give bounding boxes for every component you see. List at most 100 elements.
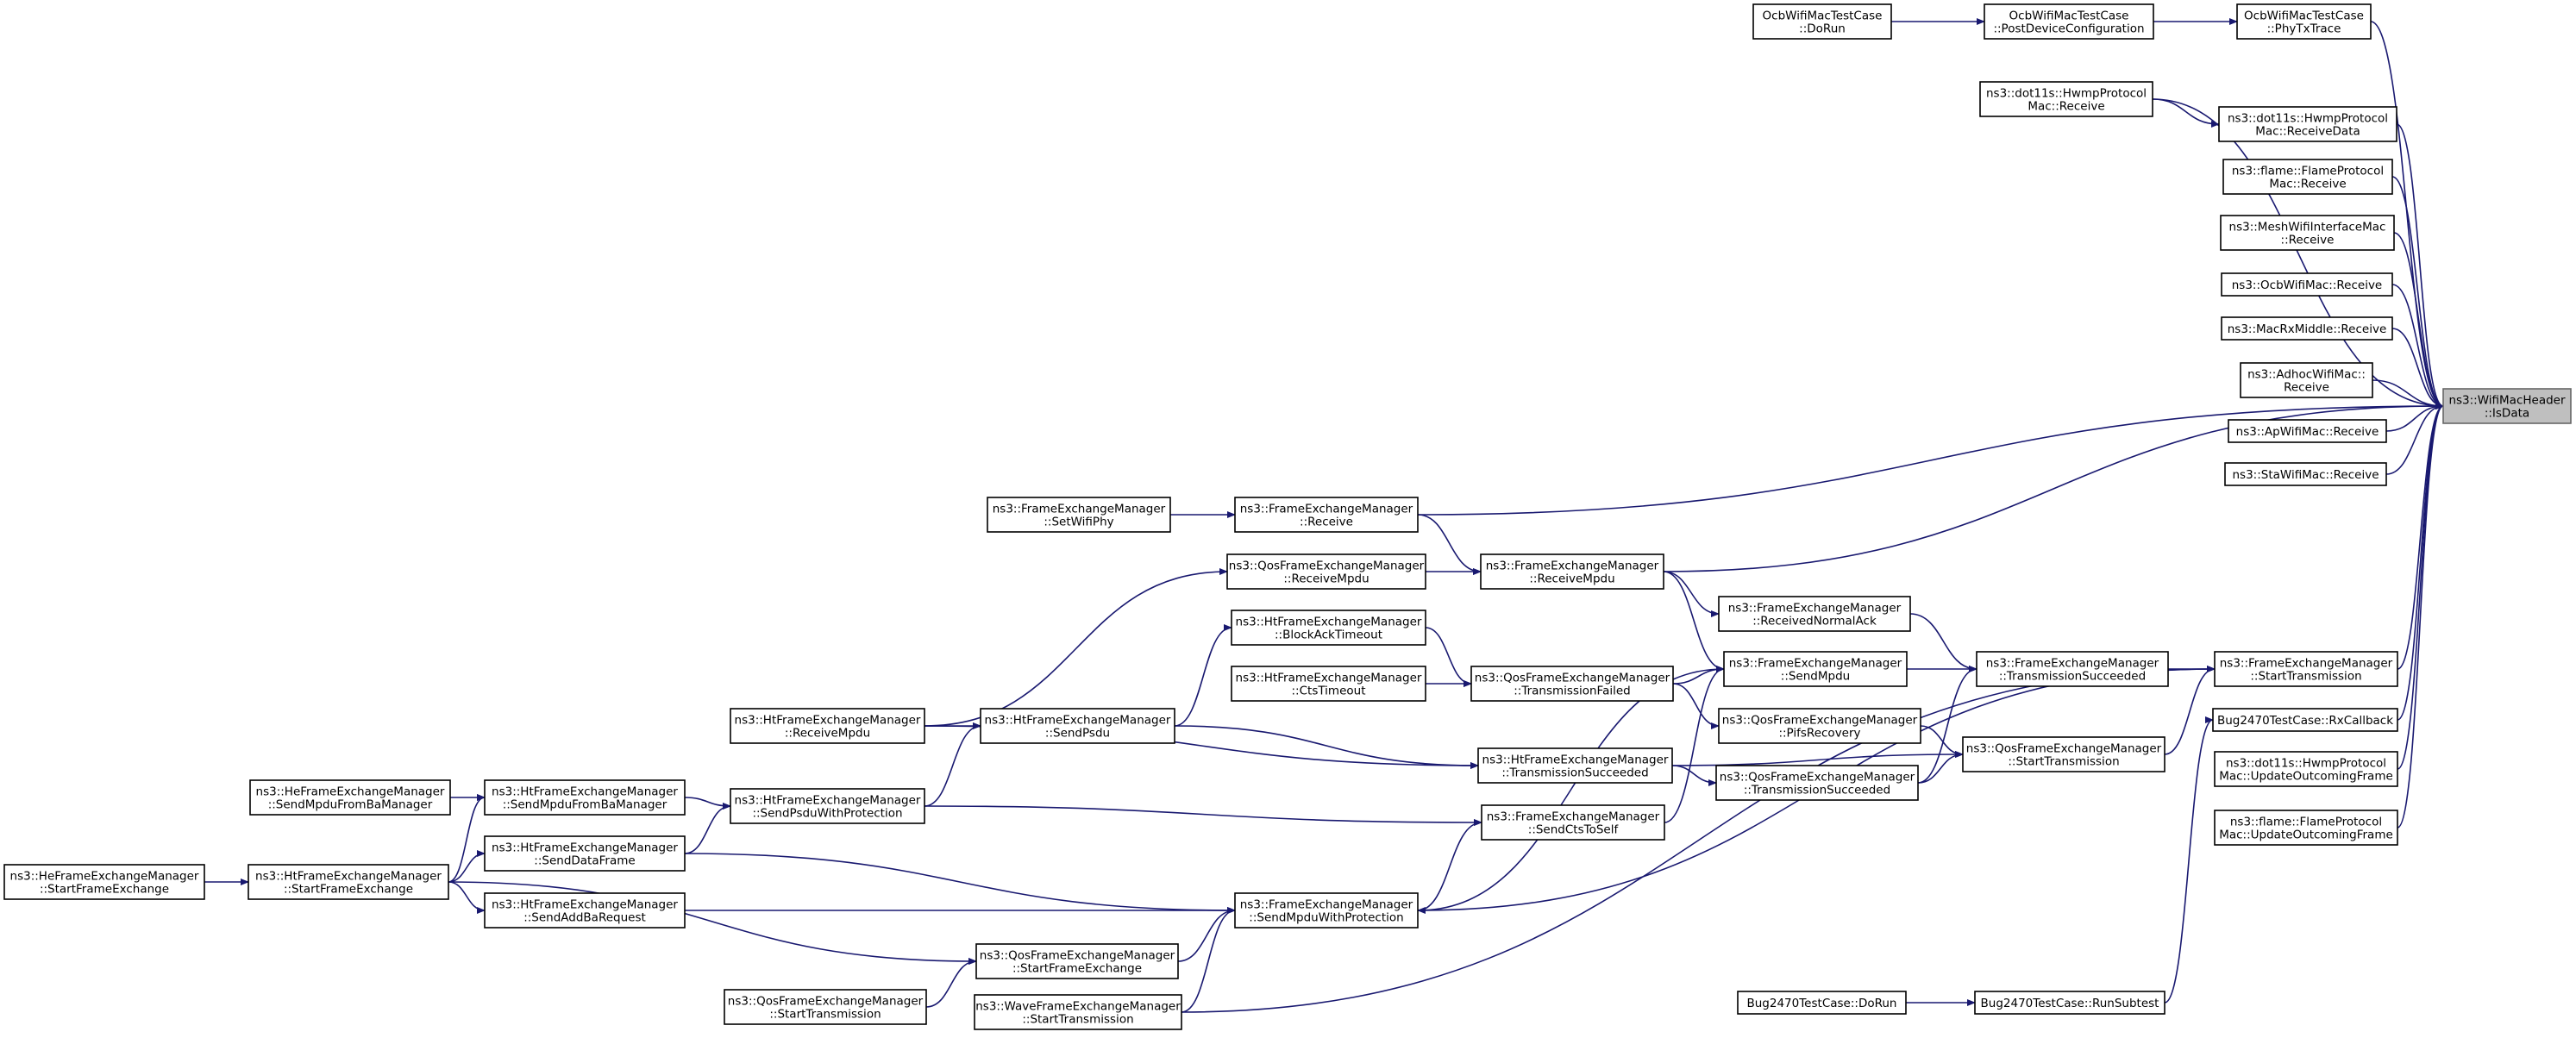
node-box[interactable] [2228, 419, 2387, 443]
node-box[interactable] [1234, 892, 1419, 929]
node-box[interactable] [1737, 991, 1907, 1015]
node-flame-update[interactable]: ns3::flame::FlameProtocolMac::UpdateOutc… [2214, 810, 2398, 846]
node-box[interactable] [1962, 736, 2165, 772]
node-ocb-phy-tx[interactable]: OcbWifiMacTestCase::PhyTxTrace [2236, 3, 2372, 40]
node-ocb-do-run[interactable]: OcbWifiMacTestCase::DoRun [1752, 3, 1892, 40]
node-box[interactable] [484, 892, 686, 929]
node-box[interactable] [1226, 553, 1426, 590]
node-box[interactable] [2236, 3, 2372, 40]
node-label: Receive [2284, 381, 2329, 395]
node-is-data[interactable]: ns3::WifiMacHeader::IsData [2442, 388, 2572, 424]
node-box[interactable] [1718, 596, 1911, 632]
node-box[interactable] [974, 994, 1182, 1030]
node-ocb-recv[interactable]: ns3::OcbWifiMac::Receive [2221, 272, 2393, 297]
node-box[interactable] [1477, 747, 1673, 784]
node-box[interactable] [2220, 215, 2395, 251]
node-hwmp-update[interactable]: ns3::dot11s::HwmpProtocolMac::UpdateOutc… [2214, 751, 2398, 787]
node-box[interactable] [1231, 666, 1426, 702]
node-box[interactable] [1752, 3, 1892, 40]
node-box[interactable] [987, 497, 1171, 533]
node-ht-send-add-ba[interactable]: ns3::HtFrameExchangeManager::SendAddBaRe… [484, 892, 686, 929]
node-ht-send-mpdu-ba[interactable]: ns3::HtFrameExchangeManager::SendMpduFro… [484, 779, 686, 816]
node-box[interactable] [2212, 708, 2398, 732]
node-label: ns3::ApWifiMac::Receive [2236, 425, 2379, 439]
node-fem-recv[interactable]: ns3::FrameExchangeManager::Receive [1234, 497, 1419, 533]
node-qos-tx-succ[interactable]: ns3::QosFrameExchangeManager::Transmissi… [1715, 765, 1919, 801]
node-box[interactable] [1974, 991, 2165, 1015]
node-box[interactable] [1481, 804, 1665, 841]
node-mac-rx-recv[interactable]: ns3::MacRxMiddle::Receive [2221, 316, 2393, 341]
node-box[interactable] [2221, 316, 2393, 341]
node-qos-recv-mpdu[interactable]: ns3::QosFrameExchangeManager::ReceiveMpd… [1226, 553, 1426, 590]
node-fem-recv-mpdu[interactable]: ns3::FrameExchangeManager::ReceiveMpdu [1480, 553, 1664, 590]
node-box[interactable] [1979, 81, 2153, 117]
node-ht-block-ack[interactable]: ns3::HtFrameExchangeManager::BlockAckTim… [1231, 610, 1426, 646]
node-box[interactable] [1470, 666, 1674, 702]
node-ht-send-psdu[interactable]: ns3::HtFrameExchangeManager::SendPsdu [980, 708, 1175, 744]
node-box[interactable] [1976, 651, 2169, 687]
node-hwmp-recv-data[interactable]: ns3::dot11s::HwmpProtocolMac::ReceiveDat… [2218, 106, 2397, 142]
node-box[interactable] [1723, 651, 1908, 687]
node-box[interactable] [2221, 272, 2393, 297]
node-box[interactable] [730, 788, 925, 824]
node-he-send-mpdu-ba[interactable]: ns3::HeFrameExchangeManager::SendMpduFro… [249, 779, 451, 816]
edge-qos-start-tx-to-fem-start-tx [2164, 666, 2216, 755]
node-box[interactable] [980, 708, 1175, 744]
node-box[interactable] [1480, 553, 1664, 590]
node-he-start-fe[interactable]: ns3::HeFrameExchangeManager::StartFrameE… [3, 864, 205, 900]
node-ocb-post-dev[interactable]: OcbWifiMacTestCase::PostDeviceConfigurat… [1984, 3, 2154, 40]
node-adhoc-recv[interactable]: ns3::AdhocWifiMac::Receive [2240, 362, 2373, 398]
node-bug-rx[interactable]: Bug2470TestCase::RxCallback [2212, 708, 2398, 732]
node-ht-tx-succ[interactable]: ns3::HtFrameExchangeManager::Transmissio… [1477, 747, 1673, 784]
node-box[interactable] [248, 864, 449, 900]
node-box[interactable] [1715, 765, 1919, 801]
node-bug-run-sub[interactable]: Bug2470TestCase::RunSubtest [1974, 991, 2165, 1015]
node-box[interactable] [1231, 610, 1426, 646]
node-box[interactable] [2218, 106, 2397, 142]
node-fem-recv-norm-ack[interactable]: ns3::FrameExchangeManager::ReceivedNorma… [1718, 596, 1911, 632]
node-qos-tx-failed[interactable]: ns3::QosFrameExchangeManager::Transmissi… [1470, 666, 1674, 702]
node-box[interactable] [249, 779, 451, 816]
node-box[interactable] [2240, 362, 2373, 398]
node-box[interactable] [975, 943, 1179, 979]
node-box[interactable] [730, 708, 925, 744]
node-fem-send-mpdu[interactable]: ns3::FrameExchangeManager::SendMpdu [1723, 651, 1908, 687]
node-label: ::PhyTxTrace [2267, 22, 2341, 36]
node-box[interactable] [1984, 3, 2154, 40]
node-label: ns3::HtFrameExchangeManager [985, 714, 1171, 728]
node-qos-pifs[interactable]: ns3::QosFrameExchangeManager::PifsRecove… [1718, 708, 1921, 744]
node-ap-recv[interactable]: ns3::ApWifiMac::Receive [2228, 419, 2387, 443]
node-box[interactable] [2442, 388, 2572, 424]
node-box[interactable] [1718, 708, 1921, 744]
node-box[interactable] [2224, 462, 2387, 486]
node-box[interactable] [724, 989, 927, 1025]
node-ht-recv-mpdu[interactable]: ns3::HtFrameExchangeManager::ReceiveMpdu [730, 708, 925, 744]
edge-ht-tx-succ-to-qos-tx-succ [1671, 765, 1717, 786]
node-qos-start-fe[interactable]: ns3::QosFrameExchangeManager::StartFrame… [975, 943, 1179, 979]
node-sta-recv[interactable]: ns3::StaWifiMac::Receive [2224, 462, 2387, 486]
node-fem-tx-succ[interactable]: ns3::FrameExchangeManager::TransmissionS… [1976, 651, 2169, 687]
node-box[interactable] [2222, 159, 2393, 195]
node-box[interactable] [3, 864, 205, 900]
node-box[interactable] [484, 835, 686, 872]
node-box[interactable] [484, 779, 686, 816]
node-box[interactable] [2214, 751, 2398, 787]
node-fem-send-cts[interactable]: ns3::FrameExchangeManager::SendCtsToSelf [1481, 804, 1665, 841]
node-ht-cts-timeout[interactable]: ns3::HtFrameExchangeManager::CtsTimeout [1231, 666, 1426, 702]
node-ht-start-fe[interactable]: ns3::HtFrameExchangeManager::StartFrameE… [248, 864, 449, 900]
node-wave-start-tx[interactable]: ns3::WaveFrameExchangeManager::StartTran… [974, 994, 1182, 1030]
node-fem-send-mpdu-prot[interactable]: ns3::FrameExchangeManager::SendMpduWithP… [1234, 892, 1419, 929]
node-qos-start-tx2[interactable]: ns3::QosFrameExchangeManager::StartTrans… [724, 989, 927, 1025]
node-qos-start-tx[interactable]: ns3::QosFrameExchangeManager::StartTrans… [1962, 736, 2165, 772]
node-bug-do-run[interactable]: Bug2470TestCase::DoRun [1737, 991, 1907, 1015]
node-fem-start-tx[interactable]: ns3::FrameExchangeManager::StartTransmis… [2214, 651, 2398, 687]
node-box[interactable] [2214, 810, 2398, 846]
node-fem-set-phy[interactable]: ns3::FrameExchangeManager::SetWifiPhy [987, 497, 1171, 533]
node-box[interactable] [1234, 497, 1419, 533]
node-ht-send-psdu-prot[interactable]: ns3::HtFrameExchangeManager::SendPsduWit… [730, 788, 925, 824]
node-box[interactable] [2214, 651, 2398, 687]
node-mesh-recv[interactable]: ns3::MeshWifiInterfaceMac::Receive [2220, 215, 2395, 251]
node-ht-send-data[interactable]: ns3::HtFrameExchangeManager::SendDataFra… [484, 835, 686, 872]
